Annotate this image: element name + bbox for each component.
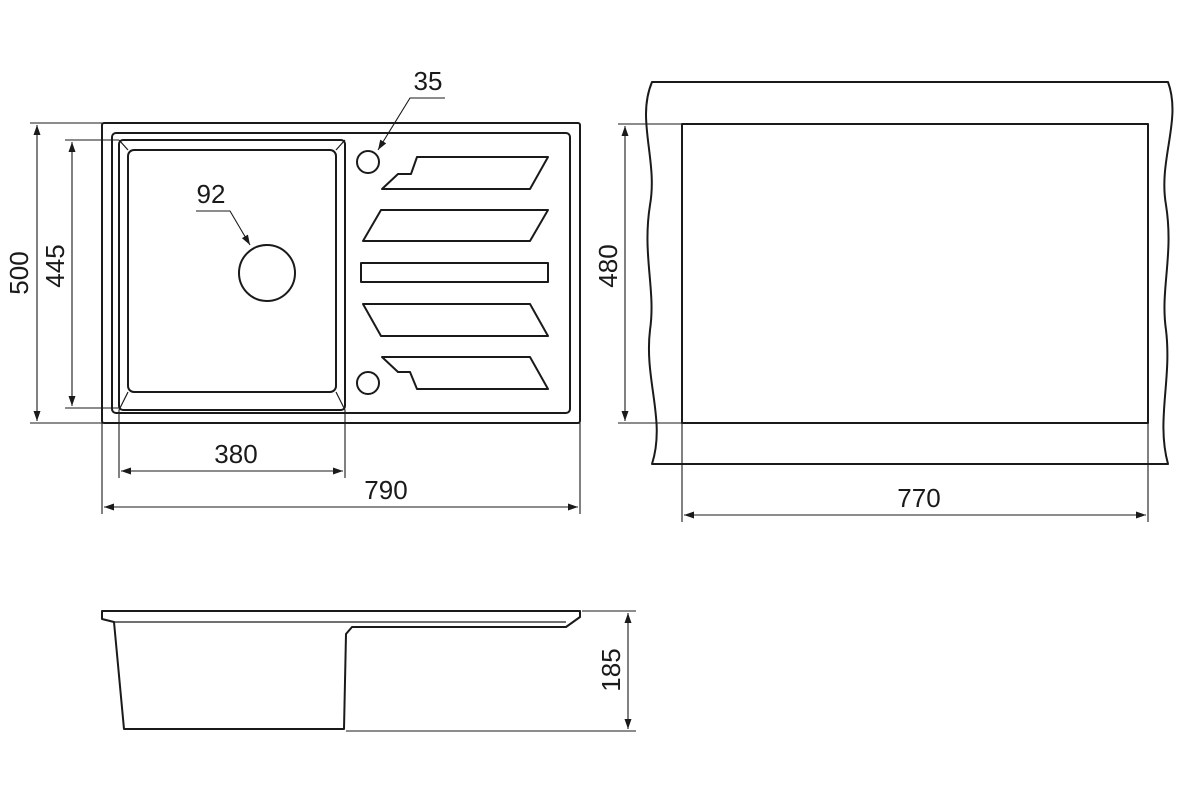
- drainboard-rib: [381, 356, 549, 390]
- sink-rim: [111, 132, 571, 414]
- dim-label-770: 770: [897, 483, 940, 513]
- sink-bowl: [118, 139, 346, 411]
- tap-hole-bottom: [356, 371, 380, 395]
- drainboard-rib: [362, 303, 549, 337]
- side-profile: [101, 610, 581, 730]
- drainboard-rib: [360, 262, 549, 283]
- top-view-dimensions: [30, 97, 581, 514]
- drain-hole: [238, 244, 296, 302]
- dim-label-790: 790: [364, 475, 407, 505]
- side-view-dimensions: [346, 610, 636, 732]
- drainboard-ribs: [360, 156, 549, 390]
- dim-label-92: 92: [197, 179, 226, 209]
- drainboard-rib: [381, 156, 549, 190]
- dim-label-500: 500: [4, 251, 34, 294]
- sink-side-view: [101, 610, 581, 730]
- countertop-outline: [645, 81, 1174, 465]
- sink-outline: [101, 122, 581, 424]
- dim-label-480: 480: [593, 244, 623, 287]
- countertop-cutout-view: [645, 81, 1174, 465]
- drainboard-rib: [362, 209, 549, 242]
- dim-label-185: 185: [596, 648, 626, 691]
- cutout-dimensions: [618, 123, 1149, 522]
- tap-hole-top: [356, 150, 380, 174]
- sink-top-view: [101, 122, 581, 424]
- dim-label-445: 445: [40, 244, 70, 287]
- cutout-rectangle: [681, 123, 1149, 424]
- dim-label-380: 380: [214, 439, 257, 469]
- dim-label-35: 35: [414, 66, 443, 96]
